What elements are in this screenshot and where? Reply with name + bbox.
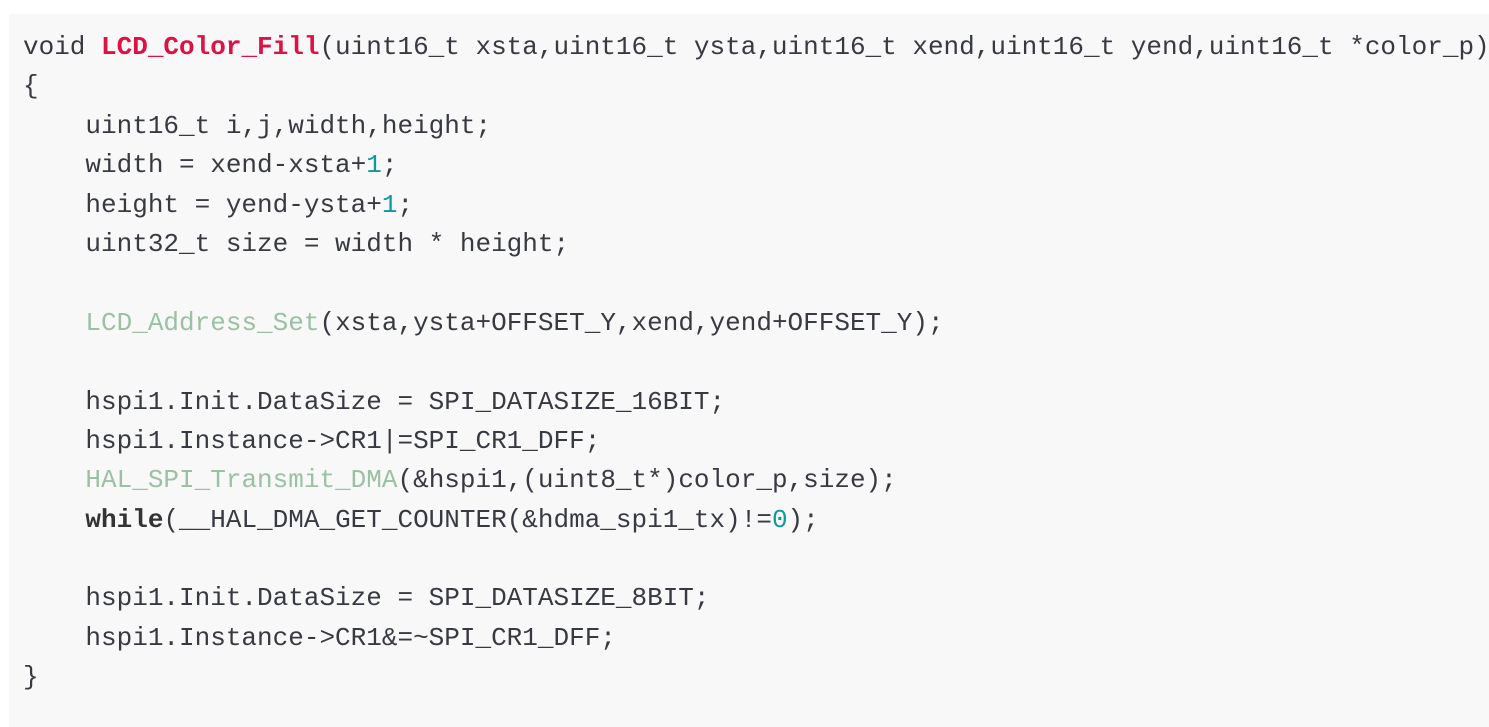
code-token: height = yend-ysta+ xyxy=(23,189,382,220)
code-line: height = yend-ysta+1; xyxy=(23,186,1489,225)
code-line: void LCD_Color_Fill(uint16_t xsta,uint16… xyxy=(23,28,1489,67)
code-line: hspi1.Init.DataSize = SPI_DATASIZE_8BIT; xyxy=(23,579,1489,618)
keyword: void xyxy=(23,32,102,62)
code-token: ; xyxy=(381,150,398,181)
code-line xyxy=(23,264,1489,303)
code-line: width = xend-xsta+1; xyxy=(23,146,1489,185)
code-line: while(__HAL_DMA_GET_COUNTER(&hdma_spi1_t… xyxy=(23,501,1489,540)
code-token: { xyxy=(23,71,39,102)
code-content: void LCD_Color_Fill(uint16_t xsta,uint16… xyxy=(23,28,1489,698)
code-line: hspi1.Instance->CR1|=SPI_CR1_DFF; xyxy=(23,422,1489,461)
code-line: uint16_t i,j,width,height; xyxy=(23,107,1489,146)
code-token xyxy=(23,465,85,495)
code-line: hspi1.Instance->CR1&=~SPI_CR1_DFF; xyxy=(23,619,1489,658)
code-line xyxy=(23,540,1489,579)
number-literal: 1 xyxy=(366,150,382,181)
code-token: width = xend-xsta+ xyxy=(23,150,367,181)
keyword: while xyxy=(85,504,164,535)
code-line xyxy=(23,343,1489,382)
code-token: (uint16_t xsta,uint16_t ysta,uint16_t xe… xyxy=(319,32,1489,62)
code-token: } xyxy=(23,662,39,693)
number-literal: 0 xyxy=(771,504,788,535)
code-line: hspi1.Init.DataSize = SPI_DATASIZE_16BIT… xyxy=(23,383,1489,422)
code-token: ; xyxy=(397,189,414,220)
code-token xyxy=(23,505,85,535)
code-token: (xsta,ysta+OFFSET_Y,xend,yend+OFFSET_Y); xyxy=(319,307,944,338)
code-line: uint32_t size = width * height; xyxy=(23,225,1489,264)
code-block: void LCD_Color_Fill(uint16_t xsta,uint16… xyxy=(9,14,1489,727)
function-call: LCD_Address_Set xyxy=(85,307,320,338)
code-line: HAL_SPI_Transmit_DMA(&hspi1,(uint8_t*)co… xyxy=(23,461,1489,500)
number-literal: 1 xyxy=(381,189,398,220)
code-token: (&hspi1,(uint8_t*)color_p,size); xyxy=(397,465,897,496)
code-token: (__HAL_DMA_GET_COUNTER(&hdma_spi1_tx)!= xyxy=(163,504,772,535)
function-call: HAL_SPI_Transmit_DMA xyxy=(85,465,398,496)
code-token: uint16_t i,j,width,height; xyxy=(23,110,492,141)
code-line: { xyxy=(23,67,1489,106)
code-token: uint32_t size = width * height; xyxy=(23,228,570,259)
code-line: } xyxy=(23,658,1489,697)
function-name: LCD_Color_Fill xyxy=(101,32,320,62)
code-token: ); xyxy=(787,504,819,535)
code-token: hspi1.Init.DataSize = SPI_DATASIZE_16BIT… xyxy=(23,386,726,417)
code-line: LCD_Address_Set(xsta,ysta+OFFSET_Y,xend,… xyxy=(23,304,1489,343)
code-token xyxy=(23,308,85,338)
code-token: hspi1.Instance->CR1|=SPI_CR1_DFF; xyxy=(23,425,601,456)
code-token: hspi1.Init.DataSize = SPI_DATASIZE_8BIT; xyxy=(23,583,710,614)
code-token: hspi1.Instance->CR1&=~SPI_CR1_DFF; xyxy=(23,622,616,653)
